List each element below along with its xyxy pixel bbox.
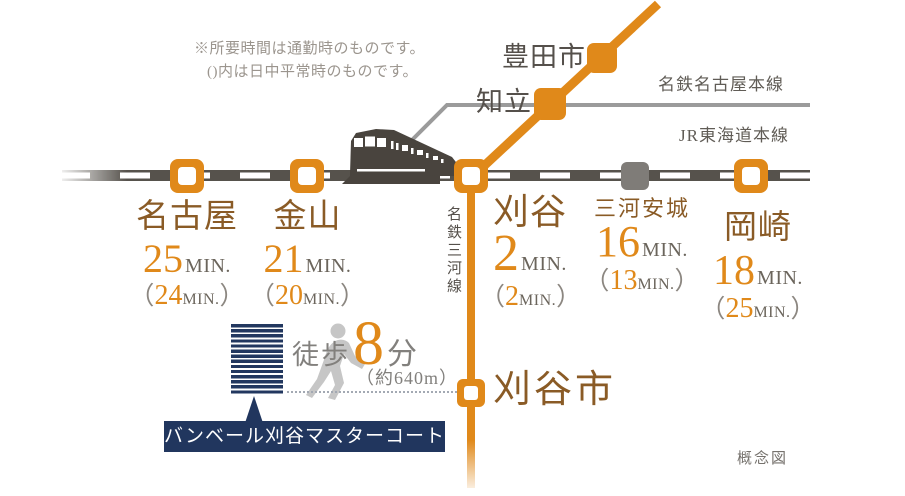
station-marker-chiryu — [534, 88, 566, 120]
commute-minutes: 25 — [143, 236, 184, 281]
min-unit: MIN. — [757, 267, 803, 289]
walk-label: 徒歩 — [292, 340, 350, 370]
walk-unit: 分 — [387, 338, 417, 371]
station-name: 金山 — [273, 199, 342, 235]
min-unit: MIN. — [521, 253, 567, 275]
close-paren: ） — [219, 283, 245, 310]
open-paren: （ — [584, 268, 610, 295]
station-marker-toyotashi — [587, 43, 617, 73]
meitetsu-nagoya-line — [408, 103, 810, 144]
building-icon — [231, 324, 283, 395]
station-label-toyotashi: 豊田市 — [502, 42, 586, 72]
station-marker-nagoya — [170, 159, 204, 193]
close-paren: ） — [340, 283, 366, 310]
station-name: 名古屋 — [136, 199, 238, 235]
commute-minutes: 16 — [596, 217, 641, 266]
daytime-minutes: 20 — [274, 280, 303, 311]
walk-distance: （約640m） — [356, 368, 459, 388]
property-name-bar: バンベール刈谷マスターコート — [164, 421, 445, 452]
line-label-meitetsu-mikawa: 名鉄三河線 — [445, 206, 461, 296]
close-paren: ） — [790, 296, 816, 323]
daytime-time: （25MIN.） — [697, 295, 819, 323]
daytime-minutes: 2 — [505, 281, 520, 312]
pointer-triangle — [245, 396, 263, 423]
open-paren: （ — [249, 283, 275, 310]
min-unit: MIN. — [753, 304, 791, 321]
open-paren: （ — [129, 283, 155, 310]
commute-minutes: 21 — [263, 236, 304, 281]
daytime-minutes: 25 — [725, 293, 754, 324]
note-line2: ()内は日中平常時のものです。 — [207, 63, 418, 80]
line-label-jr-tokaido: JR東海道本線 — [679, 126, 789, 145]
station-marker-kariyashi — [457, 379, 485, 407]
train-icon — [342, 129, 459, 184]
station-name: 刈谷 — [492, 192, 567, 232]
commute-minutes: 2 — [493, 225, 520, 282]
station-name: 三河安城 — [593, 196, 690, 221]
station-label-kariyashi: 刈谷市 — [493, 369, 617, 411]
close-paren: ） — [674, 268, 700, 295]
commute-minutes: 18 — [713, 248, 756, 294]
station-marker-kanayama — [290, 159, 324, 193]
min-unit: MIN. — [302, 291, 341, 308]
station-marker-okazaki — [734, 159, 768, 193]
meitetsu-mikawa-line-vertical — [467, 176, 475, 488]
min-unit: MIN. — [519, 292, 557, 309]
station-name: 岡崎 — [724, 210, 792, 246]
line-label-meitetsu-nagoya: 名鉄名古屋本線 — [658, 75, 784, 94]
diagram-type-label: 概念図 — [737, 451, 789, 467]
open-paren: （ — [480, 284, 506, 311]
close-paren: ） — [556, 284, 582, 311]
note: ※所要時間は通勤時のものです。 ()内は日中平常時のものです。 — [194, 38, 425, 83]
note-line1: ※所要時間は通勤時のものです。 — [194, 41, 426, 57]
min-unit: MIN. — [182, 291, 220, 308]
daytime-time: （2MIN.） — [480, 281, 582, 312]
station-label-chiryu: 知立 — [476, 87, 532, 117]
daytime-time: （20MIN.） — [245, 282, 370, 310]
min-unit: MIN. — [185, 255, 231, 277]
open-paren: （ — [700, 296, 726, 323]
daytime-minutes: 13 — [609, 265, 638, 296]
station-marker-kariya — [454, 159, 488, 193]
line-fade — [462, 440, 480, 496]
min-unit: MIN. — [305, 255, 352, 277]
daytime-time: （13MIN.） — [578, 267, 706, 295]
daytime-time: （24MIN.） — [117, 282, 257, 310]
walking-person-icon — [306, 323, 365, 400]
station-marker-mikawa-anjo — [621, 162, 649, 190]
min-unit: MIN. — [642, 239, 688, 261]
walk-minutes: 8 — [353, 310, 384, 378]
walk-dotted-line — [287, 391, 457, 393]
daytime-minutes: 24 — [154, 280, 183, 311]
min-unit: MIN. — [637, 276, 675, 293]
